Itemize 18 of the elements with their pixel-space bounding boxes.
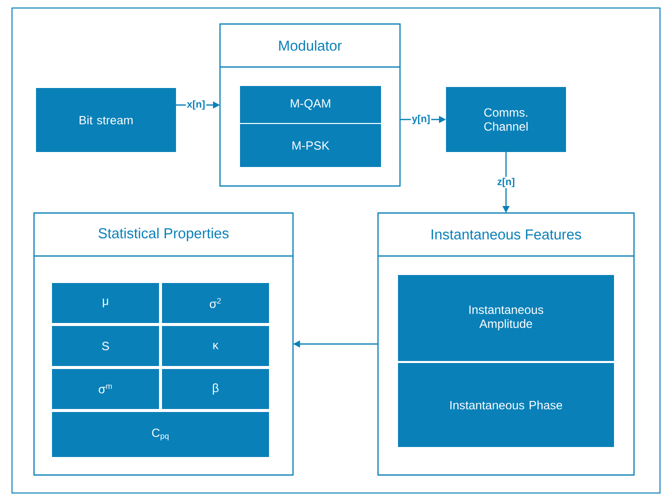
table-cell: κ bbox=[162, 326, 269, 366]
node-label: M-QAM bbox=[290, 99, 330, 110]
scheme-box: M-QAM bbox=[240, 86, 381, 123]
process-box: Comms. Channel bbox=[446, 87, 566, 152]
table-cell: C$_{pq}$ bbox=[52, 412, 269, 457]
table-cell: S bbox=[52, 326, 159, 366]
edge-label: y[n] bbox=[410, 114, 432, 126]
feature-box: Instantaneous Phase bbox=[398, 363, 614, 447]
process-box: Bit stream bbox=[36, 88, 176, 152]
node-label: M-PSK bbox=[292, 141, 330, 150]
feature-box: Instantaneous Amplitude bbox=[398, 275, 614, 361]
table-cell: β bbox=[162, 369, 269, 409]
table-cell: σ$^{2}$ bbox=[162, 283, 269, 323]
table-cell: σ$^{m}$ bbox=[52, 369, 159, 409]
edge-label: z[n] bbox=[496, 176, 516, 188]
scheme-box: M-PSK bbox=[240, 124, 381, 167]
edge-label: x[n] bbox=[186, 99, 206, 111]
table-cell: μ bbox=[52, 283, 159, 323]
